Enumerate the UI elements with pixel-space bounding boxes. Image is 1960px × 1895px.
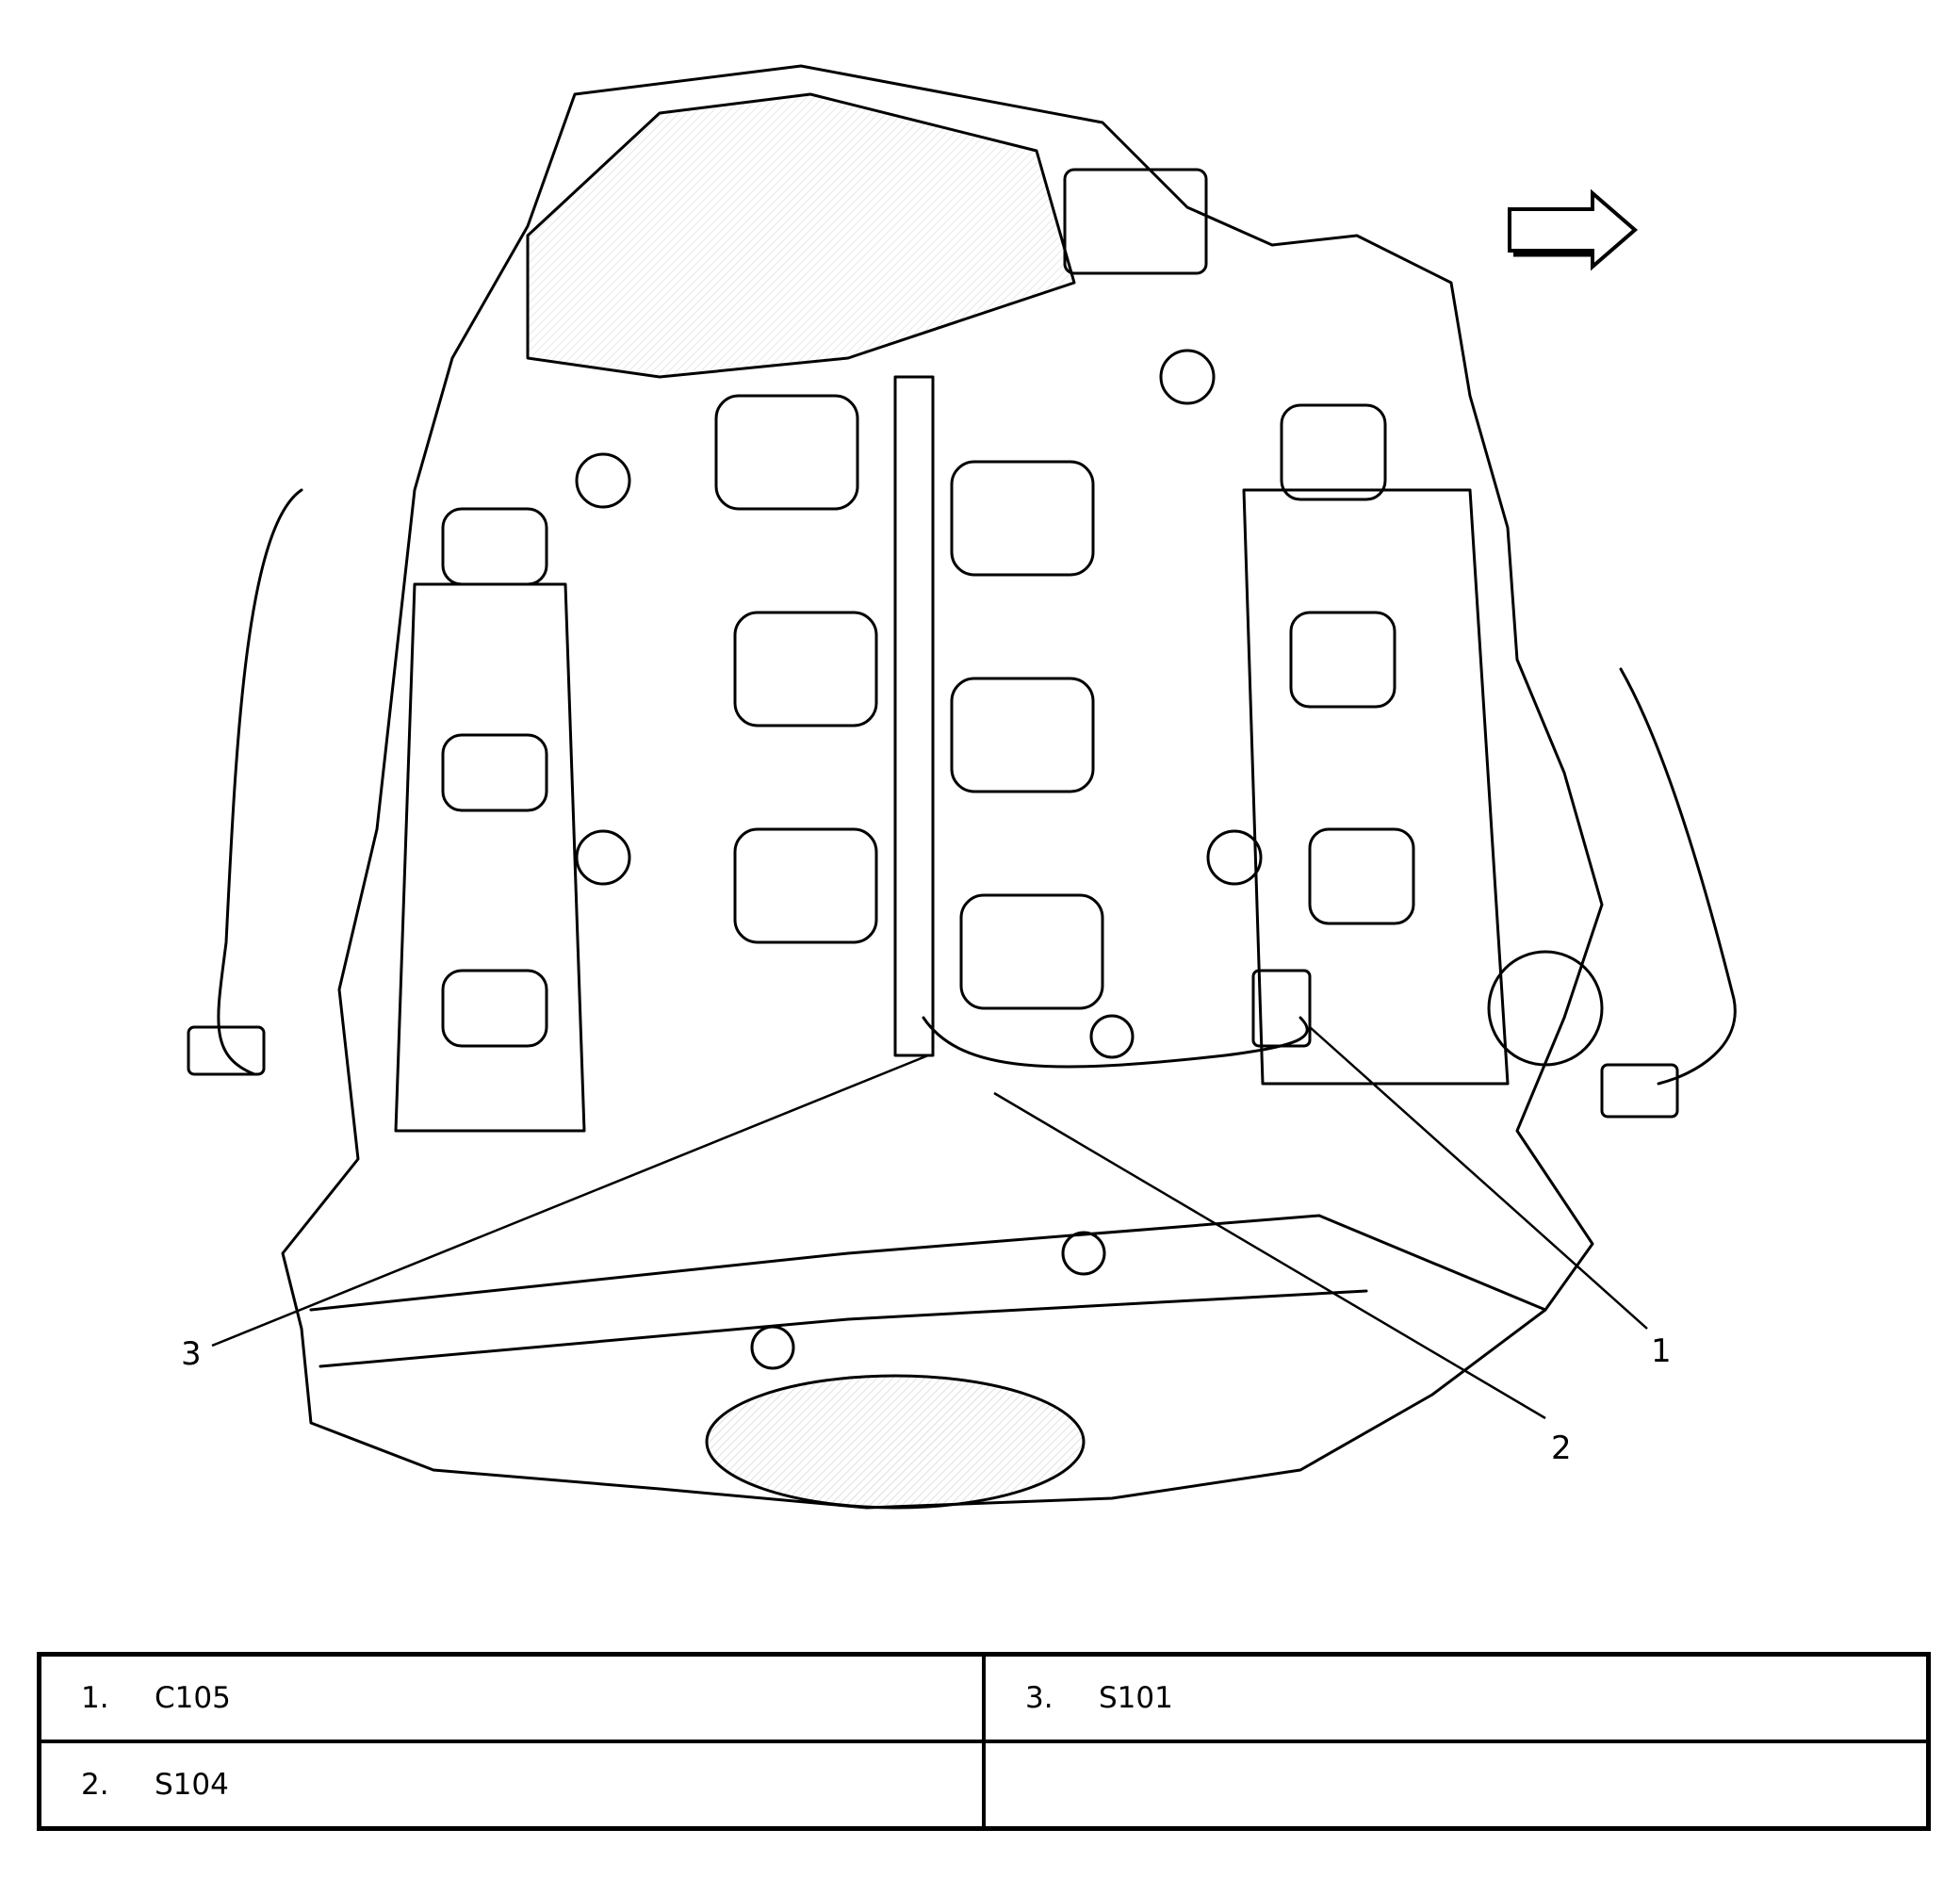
callout-2-label: 2 xyxy=(1551,1429,1572,1467)
oil-cap xyxy=(1487,950,1604,1067)
harness-front xyxy=(922,1016,1309,1069)
intake-runners xyxy=(714,375,1104,1057)
throttle-body xyxy=(1063,168,1208,275)
bolts xyxy=(575,349,1263,1370)
engine-outline xyxy=(281,64,1604,1510)
harness-left xyxy=(217,488,303,1076)
callout-3-leader xyxy=(211,1054,929,1348)
legend-row: 1. C105 3. S101 xyxy=(37,1652,1931,1743)
lower-block xyxy=(309,1214,1547,1312)
legend-cell: 3. S101 xyxy=(982,1652,1931,1743)
legend-cell: 1. C105 xyxy=(37,1652,986,1743)
legend-number: 2. xyxy=(81,1768,109,1802)
legend-code: C105 xyxy=(155,1681,231,1715)
connector-left xyxy=(187,1025,266,1076)
legend-number: 1. xyxy=(81,1681,109,1715)
legend-table: 1. C105 3. S101 2. S104 xyxy=(37,1652,1931,1831)
callout-3-label: 3 xyxy=(181,1335,202,1373)
callout-1-label: 1 xyxy=(1651,1332,1672,1370)
harness-right xyxy=(1619,667,1737,1086)
legend-code: S104 xyxy=(155,1768,229,1802)
front-cover xyxy=(526,92,1076,379)
callout-2-leader xyxy=(993,1091,1546,1420)
legend-cell: 2. S104 xyxy=(37,1740,986,1831)
crank-pulley xyxy=(705,1374,1086,1510)
connector-c105 xyxy=(1251,969,1312,1048)
callout-1-leader xyxy=(1309,1026,1648,1330)
legend-number: 3. xyxy=(1025,1681,1054,1715)
legend-row: 2. S104 xyxy=(37,1740,1931,1831)
right-coil-bank xyxy=(1242,403,1510,1086)
engine-illustration: 1 2 3 xyxy=(181,64,1737,1510)
connector-right xyxy=(1600,1063,1679,1119)
legend-code: S101 xyxy=(1099,1681,1173,1715)
legend-cell-empty xyxy=(982,1740,1931,1831)
right-arrow-icon xyxy=(1508,188,1639,271)
left-coil-bank xyxy=(394,507,586,1133)
